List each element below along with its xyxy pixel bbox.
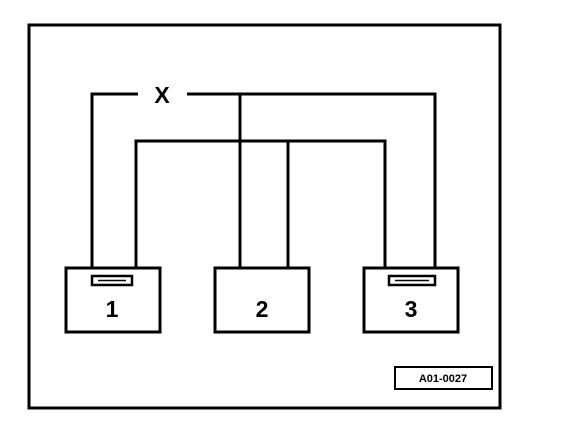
wire-x-right (187, 92, 437, 273)
component-2-box (213, 266, 311, 334)
component-1: 1 (64, 266, 162, 334)
diagram-frame (27, 23, 502, 410)
wire-x-left (90, 92, 138, 273)
wire-bus (134, 139, 387, 273)
component-1-label: 1 (106, 296, 119, 322)
component-3: 3 (362, 266, 460, 334)
reference-tag: A01-0027 (394, 366, 493, 390)
component-3-label: 3 (405, 296, 418, 322)
connection-label: X (154, 82, 170, 108)
reference-tag-box (394, 366, 493, 390)
component-2-label: 2 (256, 296, 269, 322)
reference-code: A01-0027 (419, 373, 467, 385)
component-2: 2 (213, 266, 311, 334)
